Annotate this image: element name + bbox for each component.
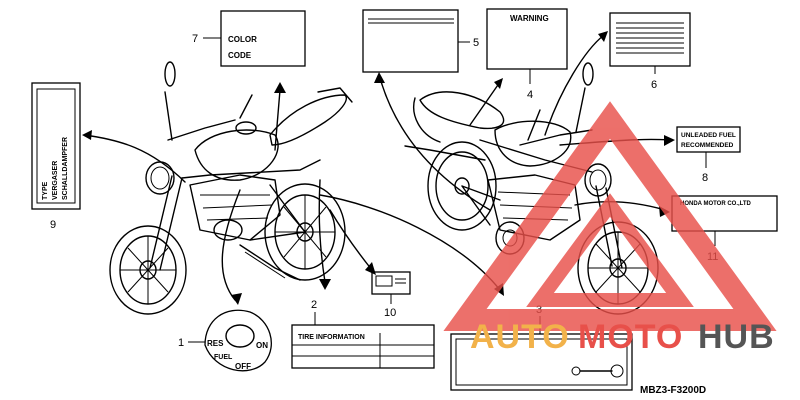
unleaded-line1: UNLEADED FUEL: [681, 132, 736, 139]
honda-text: HONDA MOTOR CO.,LTD: [680, 201, 752, 207]
watermark-word-moto: MOTO: [578, 318, 683, 356]
fuel-off: OFF: [235, 362, 251, 371]
callout-7: 7: [192, 33, 198, 45]
tire-title: TIRE INFORMATION: [298, 334, 365, 341]
color-code-line2: CODE: [228, 51, 252, 60]
label-type-vergaser: TYPE VERGASER SCHALLDAMPFER: [31, 82, 81, 210]
watermark-logo: [443, 101, 777, 331]
type-line3: SCHALLDAMPFER: [62, 137, 69, 200]
type-line1: TYPE: [42, 181, 49, 200]
motorcycle-left-view: [109, 61, 353, 315]
callout-5: 5: [473, 37, 479, 49]
label-color-code: COLOR CODE: [220, 10, 306, 67]
callout-4: 4: [527, 89, 533, 101]
fuel-on: ON: [256, 341, 268, 350]
type-line2: VERGASER: [52, 161, 59, 200]
callout-6: 6: [651, 79, 657, 91]
label-lined-6: [609, 12, 691, 67]
label-unleaded-fuel: UNLEADED FUEL RECOMMENDED: [676, 126, 741, 153]
callout-9: 9: [50, 219, 56, 231]
label-fuel-valve: RES ON FUEL OFF: [204, 309, 272, 372]
callout-8: 8: [702, 172, 708, 184]
watermark-word-auto: AUTO: [470, 318, 570, 356]
callout-1: 1: [178, 337, 184, 349]
label-small-10: [371, 271, 411, 295]
label-warning: WARNING: [486, 8, 568, 70]
label-blank-3: [450, 333, 633, 391]
label-tire-information: TIRE INFORMATION: [291, 324, 435, 369]
watermark-text: AUTO MOTO HUB: [470, 318, 775, 356]
callout-10: 10: [384, 307, 396, 319]
unleaded-line2: RECOMMENDED: [681, 142, 734, 149]
color-code-line1: COLOR: [228, 35, 257, 44]
fuel-fuel: FUEL: [214, 354, 233, 361]
watermark-word-hub: HUB: [698, 318, 775, 356]
warning-title: WARNING: [510, 14, 549, 23]
callout-2: 2: [311, 299, 317, 311]
diagram-code: MBZ3-F3200D: [640, 385, 706, 396]
fuel-res: RES: [207, 339, 224, 348]
label-blank-5: [362, 9, 459, 73]
